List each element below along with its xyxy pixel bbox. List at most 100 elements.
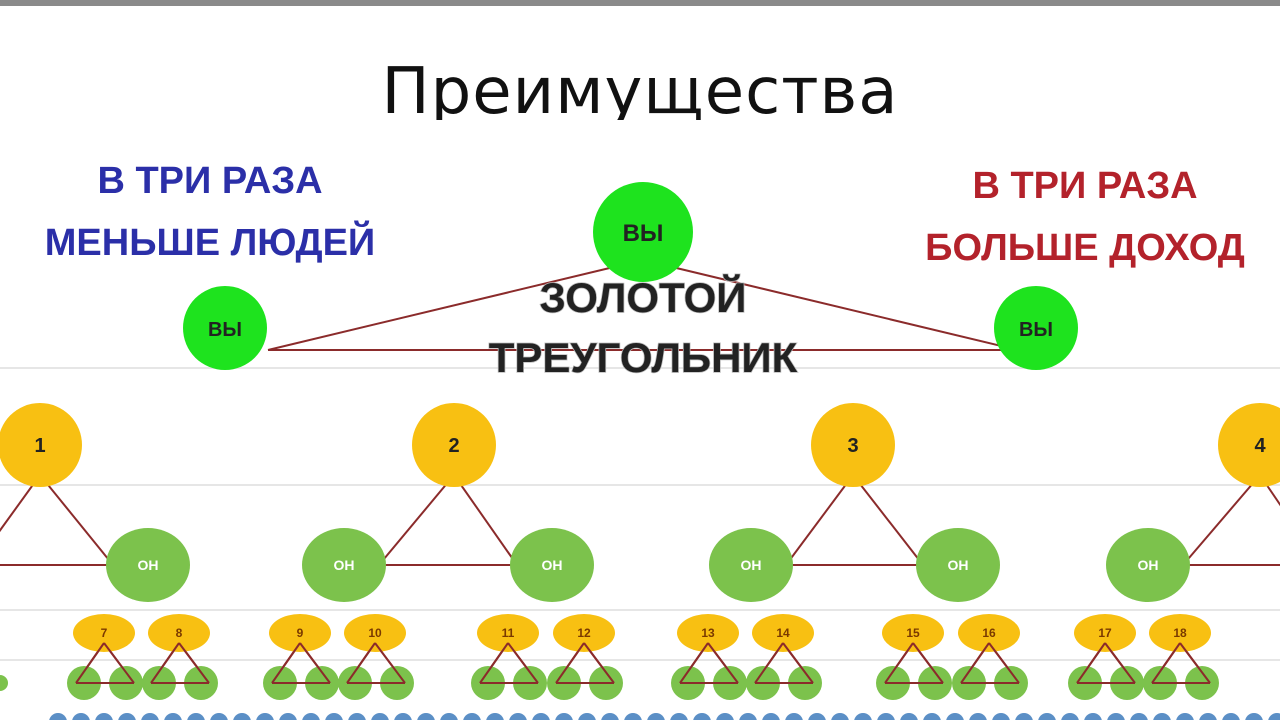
level3-node-17-circle	[1074, 614, 1136, 652]
connector-line	[178, 642, 210, 684]
bottom-dot	[969, 713, 987, 720]
connector-line	[912, 642, 944, 684]
bottom-dot	[624, 713, 642, 720]
bottom-dot	[670, 713, 688, 720]
level3-node-17: 17	[1074, 614, 1136, 652]
connector-line	[103, 642, 135, 684]
bottom-dot	[440, 713, 458, 720]
connector-line	[679, 642, 709, 684]
right-caption-line2: БОЛЬШЕ ДОХОД	[925, 227, 1245, 269]
level3-node-10-circle	[344, 614, 406, 652]
bottom-dot	[877, 713, 895, 720]
level3-node-16-label: 16	[982, 626, 996, 640]
level1-node-4-circle	[1218, 403, 1280, 487]
left-caption-line2: МЕНЬШЕ ЛЮДЕЙ	[45, 219, 375, 264]
bottom-dot	[49, 713, 67, 720]
bottom-dot	[233, 713, 251, 720]
level1-node-3: 3	[811, 403, 895, 487]
connector-line	[1151, 642, 1181, 684]
connector-line	[271, 642, 301, 684]
he-node-label: ОН	[1138, 557, 1159, 573]
connector-line	[1076, 642, 1106, 684]
connector-line	[150, 642, 180, 684]
top-triangle-lines	[267, 259, 1019, 351]
center-caption-line2: ТРЕУГОЛЬНИК	[489, 334, 798, 381]
bottom-dot	[1107, 713, 1125, 720]
you-node-left: ВЫ	[183, 286, 267, 370]
level3-node-16-circle	[958, 614, 1020, 652]
bottom-dot	[854, 713, 872, 720]
level3-node-10: 10	[344, 614, 406, 652]
you-label: ВЫ	[623, 220, 664, 247]
bottom-dot	[808, 713, 826, 720]
level3-node-11-circle	[477, 614, 539, 652]
level3-node-12-label: 12	[577, 626, 591, 640]
he-node-circle	[510, 528, 594, 602]
he-node: ОН	[916, 528, 1000, 602]
bottom-dot	[256, 713, 274, 720]
bottom-dot	[762, 713, 780, 720]
connector-line	[555, 642, 585, 684]
bottom-dot	[1153, 713, 1171, 720]
level3-node-18-circle	[1149, 614, 1211, 652]
bottom-dot	[601, 713, 619, 720]
level3-node-13-circle	[677, 614, 739, 652]
bottom-dot	[279, 713, 297, 720]
he-node: ОН	[302, 528, 386, 602]
you-label: ВЫ	[208, 319, 242, 341]
level1-node-1-circle	[0, 403, 82, 487]
level3-node-14-label: 14	[776, 626, 790, 640]
connector-line	[299, 642, 331, 684]
level1-node-3-circle	[811, 403, 895, 487]
bottom-dot	[394, 713, 412, 720]
bottom-dot	[187, 713, 205, 720]
level1-node-4-label: 4	[1254, 435, 1266, 457]
level3-node-15: 15	[882, 614, 944, 652]
bottom-dot	[555, 713, 573, 720]
bottom-dot	[463, 713, 481, 720]
connector-line	[960, 642, 990, 684]
tree-nodes: 1234ОНОНОНОНОНОНОНОН78910111213141516171…	[0, 403, 1280, 700]
he-node-label: ОН	[334, 557, 355, 573]
bottom-dot	[1130, 713, 1148, 720]
level3-node-14: 14	[752, 614, 814, 652]
connector-line	[0, 474, 41, 533]
connector-line	[782, 642, 814, 684]
bottom-dot	[578, 713, 596, 720]
bottom-dot	[1061, 713, 1079, 720]
connector-line	[479, 642, 509, 684]
connector-line	[852, 474, 924, 566]
level3-node-11-label: 11	[502, 626, 515, 640]
level3-node-7-circle	[73, 614, 135, 652]
level3-node-8-label: 8	[176, 626, 183, 640]
connector-line	[1179, 642, 1211, 684]
level1-node-2-circle	[412, 403, 496, 487]
level3-node-9-circle	[269, 614, 331, 652]
bottom-dot	[1199, 713, 1217, 720]
bottom-dot	[900, 713, 918, 720]
bottom-dot	[1015, 713, 1033, 720]
he-node-label: ОН	[138, 557, 159, 573]
bottom-dot	[785, 713, 803, 720]
bottom-dot	[141, 713, 159, 720]
connector-line	[785, 474, 854, 566]
connector-line	[988, 642, 1020, 684]
bottom-dots-row	[49, 713, 1280, 720]
you-node-top: ВЫ	[593, 182, 693, 282]
bottom-dot	[992, 713, 1010, 720]
he-node: ОН	[510, 528, 594, 602]
he-node-circle	[709, 528, 793, 602]
bottom-dot	[1038, 713, 1056, 720]
bottom-dot	[210, 713, 228, 720]
you-node-right: ВЫ	[994, 286, 1078, 370]
he-node: ОН	[709, 528, 793, 602]
edge-node	[0, 675, 8, 691]
diagram-area: В ТРИ РАЗА МЕНЬШЕ ЛЮДЕЙ В ТРИ РАЗА БОЛЬШ…	[0, 120, 1280, 720]
connector-line	[75, 642, 105, 684]
bottom-dot	[95, 713, 113, 720]
he-node-circle	[916, 528, 1000, 602]
connector-line	[707, 642, 739, 684]
bottom-dot	[1245, 713, 1263, 720]
you-label: ВЫ	[1019, 319, 1053, 341]
level1-node-2: 2	[412, 403, 496, 487]
